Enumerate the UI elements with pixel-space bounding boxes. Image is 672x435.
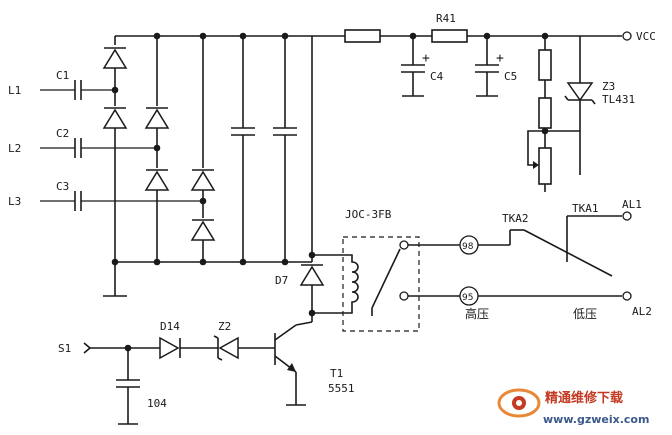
shunt-regulator-tl431: Z3 TL431: [545, 36, 635, 175]
low-pressure-label: 低压: [573, 307, 597, 321]
input-l2: L2 C2: [8, 127, 157, 158]
capacitor-104: 104: [116, 348, 167, 425]
z2-label: Z2: [218, 320, 231, 333]
d14-label: D14: [160, 320, 180, 333]
svg-text:+: +: [422, 51, 430, 66]
ground-rail: [103, 261, 312, 297]
tl431-label: TL431: [602, 93, 635, 106]
l3-label: L3: [8, 195, 21, 208]
z3-label: Z3: [602, 80, 615, 93]
resistor-r41: [431, 29, 468, 43]
watermark-site-name: 精通维修下载: [545, 390, 623, 406]
c2-label: C2: [56, 127, 69, 140]
s1-label: S1: [58, 342, 71, 355]
resistor-rail-left: [344, 29, 381, 43]
output-95-line: 95 高压 低压 AL2: [408, 286, 652, 321]
rectifier-column-2: [144, 36, 170, 262]
c4-label: C4: [430, 70, 444, 83]
vcc-label: VCC: [636, 30, 656, 43]
rectifier-column-3: [190, 36, 216, 262]
potentiometer: [538, 147, 552, 185]
vcc-rail: VCC: [115, 30, 656, 43]
resistor-divider-mid: [538, 97, 552, 129]
junction-dots: [111, 32, 549, 352]
svg-text:+: +: [496, 51, 504, 66]
c3-label: C3: [56, 180, 69, 193]
diode-d14: D14: [159, 320, 218, 360]
relay-label: JOC-3FB: [345, 208, 392, 221]
l2-label: L2: [8, 142, 21, 155]
d7-label: D7: [275, 274, 288, 287]
zener-z2: Z2: [213, 320, 275, 361]
high-pressure-label: 高压: [465, 306, 489, 321]
filter-capacitor-2: [273, 36, 297, 262]
site-watermark: 精通维修下载 www.gzweix.com: [497, 388, 649, 426]
al1-label: AL1: [622, 198, 642, 211]
filter-capacitor-1: [231, 36, 255, 262]
watermark-logo: [497, 388, 541, 418]
transistor-t1: T1 5551: [274, 321, 355, 406]
al2-label: AL2: [632, 305, 652, 318]
watermark-url: www.gzweix.com: [543, 413, 649, 426]
input-l1: L1 C1: [8, 69, 115, 100]
diode-d7: D7: [275, 264, 325, 322]
capacitor-c5: + C5: [475, 36, 517, 97]
c104-label: 104: [147, 397, 167, 410]
rectifier-column-1: [102, 36, 128, 262]
l1-label: L1: [8, 84, 21, 97]
terminal-95-label: 95: [462, 293, 473, 303]
tka1-label: TKA1: [572, 202, 599, 215]
divider-resistors: [527, 36, 552, 192]
capacitor-c4: + C4: [401, 36, 444, 97]
input-s1: S1: [58, 342, 160, 355]
output-98-line: 98 TKA2 TKA1 AL1: [408, 198, 642, 277]
relay-joc-3fb: JOC-3FB: [312, 208, 420, 332]
c5-label: C5: [504, 70, 517, 83]
c1-label: C1: [56, 69, 69, 82]
t1-part-label: 5551: [328, 382, 355, 395]
t1-label: T1: [330, 367, 343, 380]
terminal-98-label: 98: [462, 242, 474, 252]
resistor-divider-top: [538, 49, 552, 81]
r41-label: R41: [436, 12, 456, 25]
input-l3: L3 C3: [8, 180, 203, 211]
tka2-label: TKA2: [502, 212, 529, 225]
